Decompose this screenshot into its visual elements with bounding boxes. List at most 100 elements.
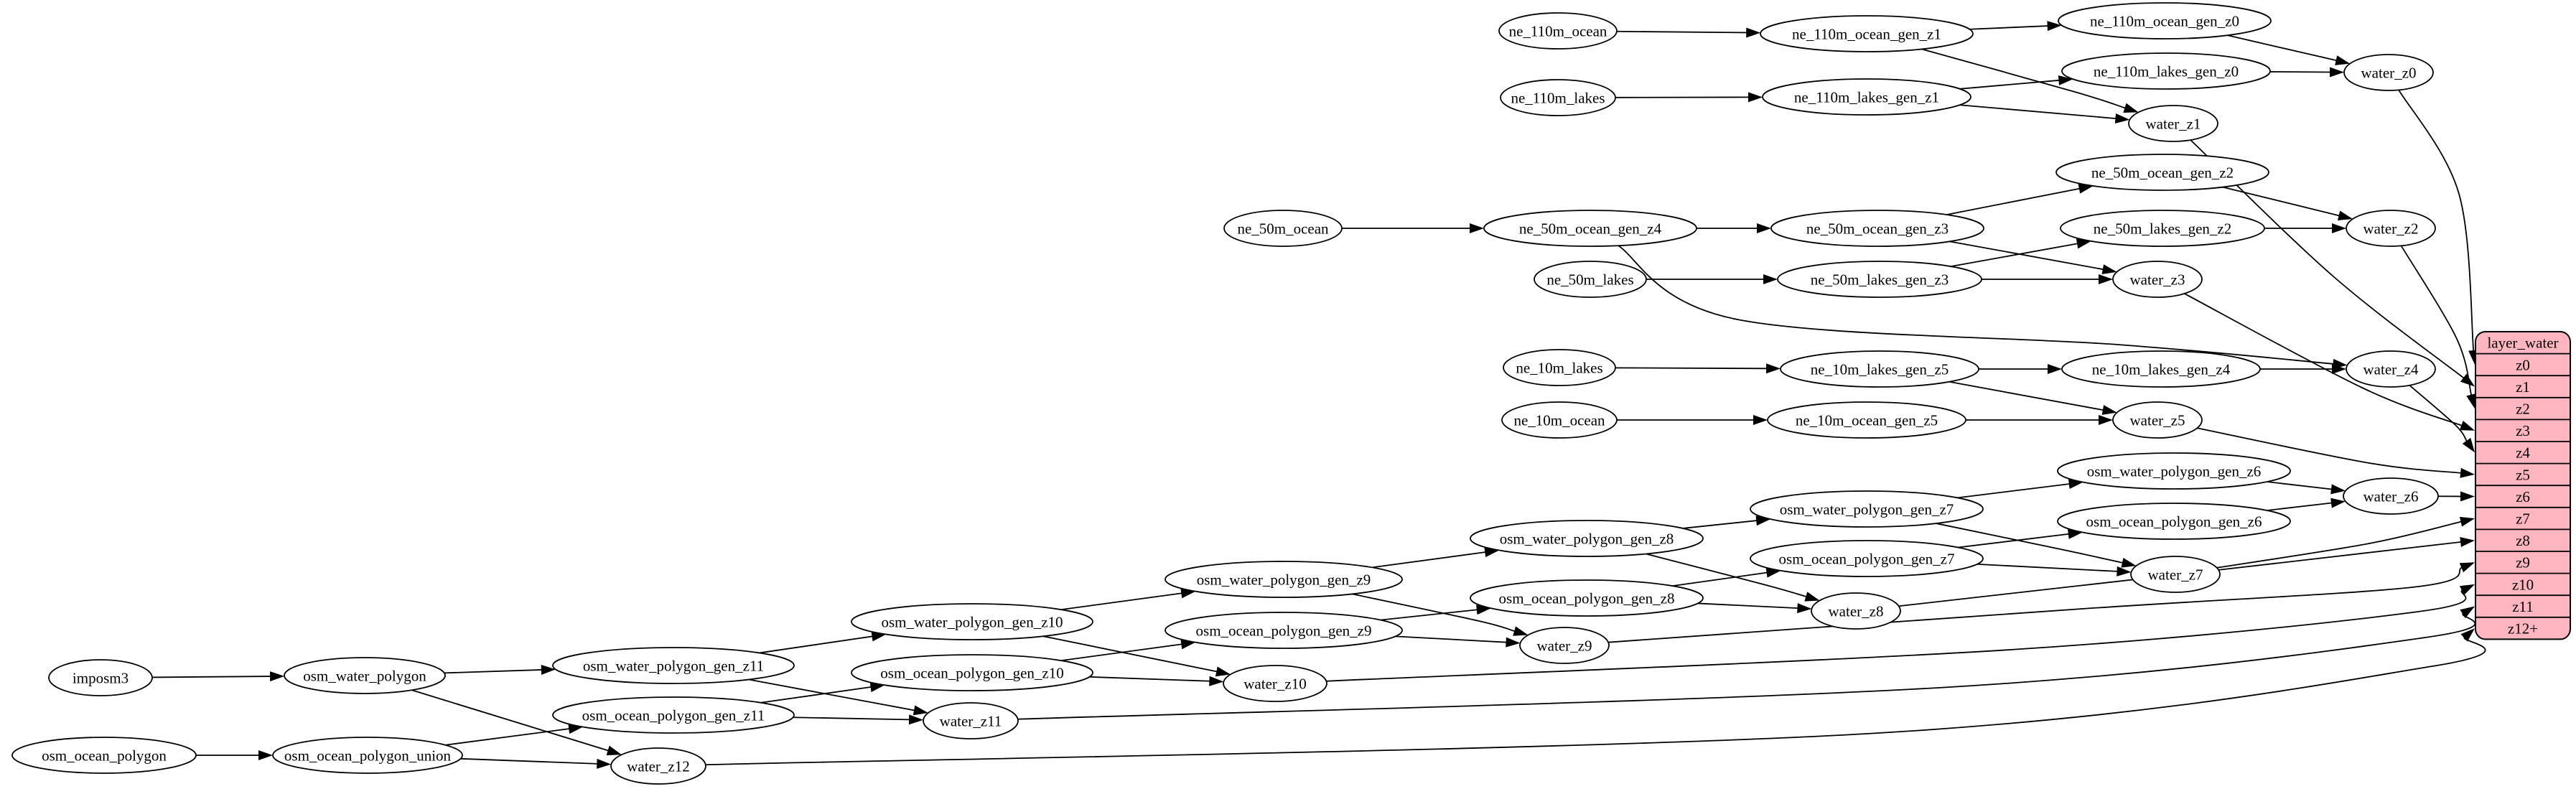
node-ellipse — [2061, 52, 2271, 90]
node-ellipse — [1767, 401, 1966, 439]
node-ne_50m_ocean_gen_z4: ne_50m_ocean_gen_z4 — [1483, 210, 1697, 247]
node-osm_ocean_polygon_gen_z7: osm_ocean_polygon_gen_z7 — [1750, 540, 1984, 577]
node-ne_50m_ocean: ne_50m_ocean — [1223, 210, 1343, 247]
arrowhead-icon — [2114, 113, 2130, 123]
table-row-zoom-z4: z4 — [2516, 444, 2530, 462]
arrowhead-icon — [2459, 516, 2475, 527]
edge-osm_ocean_polygon_union-to-water_z12 — [460, 757, 612, 769]
node-water_z8: water_z8 — [1811, 592, 1901, 630]
edge-osm_water_polygon_gen_z6-to-water_z6 — [2267, 481, 2346, 495]
edge-osm_water_polygon_gen_z8-to-osm_water_polygon_gen_z7 — [1682, 515, 1771, 529]
node-label: ne_110m_lakes — [1511, 89, 1605, 106]
arrowhead-icon — [2460, 628, 2475, 642]
node-label: water_z1 — [2146, 115, 2201, 132]
edge-ne_10m_ocean-to-ne_10m_ocean_gen_z5 — [1617, 415, 1768, 425]
edge-osm_water_polygon_gen_z7-to-osm_water_polygon_gen_z6 — [1957, 479, 2083, 499]
node-ne_110m_ocean_gen_z1: ne_110m_ocean_gen_z1 — [1760, 15, 1974, 52]
node-osm_ocean_polygon_gen_z6: osm_ocean_polygon_gen_z6 — [2057, 503, 2291, 540]
node-label: ne_50m_lakes_gen_z2 — [2094, 220, 2231, 237]
node-ne_110m_lakes: ne_110m_lakes — [1500, 79, 1616, 116]
arrowhead-icon — [2330, 498, 2346, 508]
node-ne_110m_lakes_gen_z1: ne_110m_lakes_gen_z1 — [1762, 78, 1971, 116]
arrowhead-icon — [2099, 415, 2113, 425]
edge-osm_ocean_polygon_union-to-osm_ocean_polygon_gen_z11 — [445, 724, 584, 746]
arrowhead-icon — [1747, 92, 1763, 103]
edge-osm_water_polygon_gen_z10-to-osm_water_polygon_gen_z9 — [1060, 588, 1196, 611]
arrowhead-icon — [2460, 467, 2475, 478]
node-water_z3: water_z3 — [2112, 261, 2203, 298]
edge-osm_water_polygon_gen_z8-to-water_z8 — [1646, 553, 1820, 602]
node-osm_ocean_polygon_gen_z9: osm_ocean_polygon_gen_z9 — [1165, 612, 1403, 649]
edge-ne_50m_ocean_gen_z3-to-water_z3 — [1949, 241, 2117, 275]
node-osm_water_polygon_gen_z11: osm_water_polygon_gen_z11 — [552, 647, 795, 684]
node-water_z5: water_z5 — [2112, 401, 2203, 439]
node-label: ne_50m_ocean_gen_z4 — [1519, 220, 1662, 237]
node-label: osm_water_polygon_gen_z8 — [1500, 530, 1674, 547]
edge-osm_water_polygon-to-osm_water_polygon_gen_z11 — [444, 664, 556, 675]
arrowhead-icon — [2460, 373, 2475, 387]
arrowhead-icon — [1476, 604, 1491, 615]
table-row-zoom-z5: z5 — [2516, 466, 2530, 483]
edge-ne_110m_lakes-to-ne_110m_lakes_gen_z1 — [1615, 92, 1763, 103]
node-water_z2: water_z2 — [2346, 210, 2436, 247]
arrowhead-icon — [2332, 358, 2348, 369]
arrowhead-icon — [2460, 537, 2475, 547]
node-label: water_z4 — [2363, 360, 2419, 378]
node-ellipse — [2058, 2, 2272, 39]
node-ellipse — [1762, 78, 1971, 116]
arrowhead-icon — [1746, 27, 1761, 38]
arrowhead-icon — [258, 750, 273, 760]
node-ellipse — [1223, 210, 1343, 247]
node-label: ne_10m_ocean — [1513, 411, 1605, 429]
arrowhead-icon — [2462, 437, 2475, 453]
arrowhead-icon — [2047, 21, 2062, 32]
edge-water_z12-to-z12+ — [705, 628, 2486, 766]
node-label: ne_110m_ocean_gen_z0 — [2090, 12, 2239, 29]
node-osm_water_polygon: osm_water_polygon — [284, 657, 446, 694]
arrowhead-icon — [541, 664, 556, 675]
edge-layer — [151, 21, 2486, 769]
arrowhead-icon — [2121, 557, 2137, 568]
node-ne_10m_lakes_gen_z5: ne_10m_lakes_gen_z5 — [1780, 350, 1979, 388]
node-ellipse — [2346, 350, 2436, 388]
node-ellipse — [48, 659, 153, 696]
node-ellipse — [552, 647, 795, 684]
node-label: water_z0 — [2361, 64, 2417, 81]
node-label: ne_50m_ocean_gen_z2 — [2091, 164, 2234, 181]
arrowhead-icon — [1215, 666, 1231, 677]
arrowhead-icon — [1470, 223, 1484, 233]
arrowhead-icon — [2330, 484, 2346, 495]
node-label: water_z5 — [2130, 411, 2185, 429]
node-label: water_z9 — [1537, 637, 1592, 654]
node-label: osm_ocean_polygon_gen_z10 — [880, 664, 1063, 681]
node-label: osm_water_polygon_gen_z11 — [583, 657, 764, 674]
table-row-zoom-z12+: z12+ — [2508, 620, 2538, 637]
node-water_z11: water_z11 — [923, 702, 1019, 739]
node-label: osm_ocean_polygon_gen_z8 — [1499, 589, 1675, 607]
arrowhead-icon — [597, 758, 612, 769]
node-osm_water_polygon_gen_z9: osm_water_polygon_gen_z9 — [1165, 561, 1403, 598]
node-label: water_z11 — [940, 712, 1002, 729]
node-ellipse — [610, 747, 706, 785]
node-ellipse — [851, 603, 1093, 640]
node-label: imposm3 — [73, 669, 129, 686]
table-row-zoom-z6: z6 — [2516, 488, 2530, 505]
node-label: osm_ocean_polygon_gen_z6 — [2086, 513, 2262, 530]
edge-water_z5-to-z5 — [2197, 427, 2475, 478]
edge-water_z2-to-z2 — [2400, 245, 2476, 409]
arrowhead-icon — [2117, 566, 2132, 576]
arrowhead-icon — [2335, 55, 2351, 65]
arrowhead-icon — [2459, 421, 2475, 431]
node-ellipse — [2343, 54, 2434, 91]
arrowhead-icon — [2076, 238, 2091, 249]
node-label: water_z8 — [1829, 602, 1884, 620]
edge-osm_water_polygon_gen_z9-to-osm_water_polygon_gen_z8 — [1372, 547, 1500, 569]
arrowhead-icon — [2078, 183, 2094, 194]
node-ellipse — [2057, 452, 2291, 490]
table-layer-water: layer_waterz0z1z2z3z4z5z6z7z8z9z10z11z12… — [2475, 331, 2571, 640]
node-ne_10m_ocean: ne_10m_ocean — [1501, 401, 1618, 439]
node-ellipse — [923, 702, 1019, 739]
node-water_z0: water_z0 — [2343, 54, 2434, 91]
